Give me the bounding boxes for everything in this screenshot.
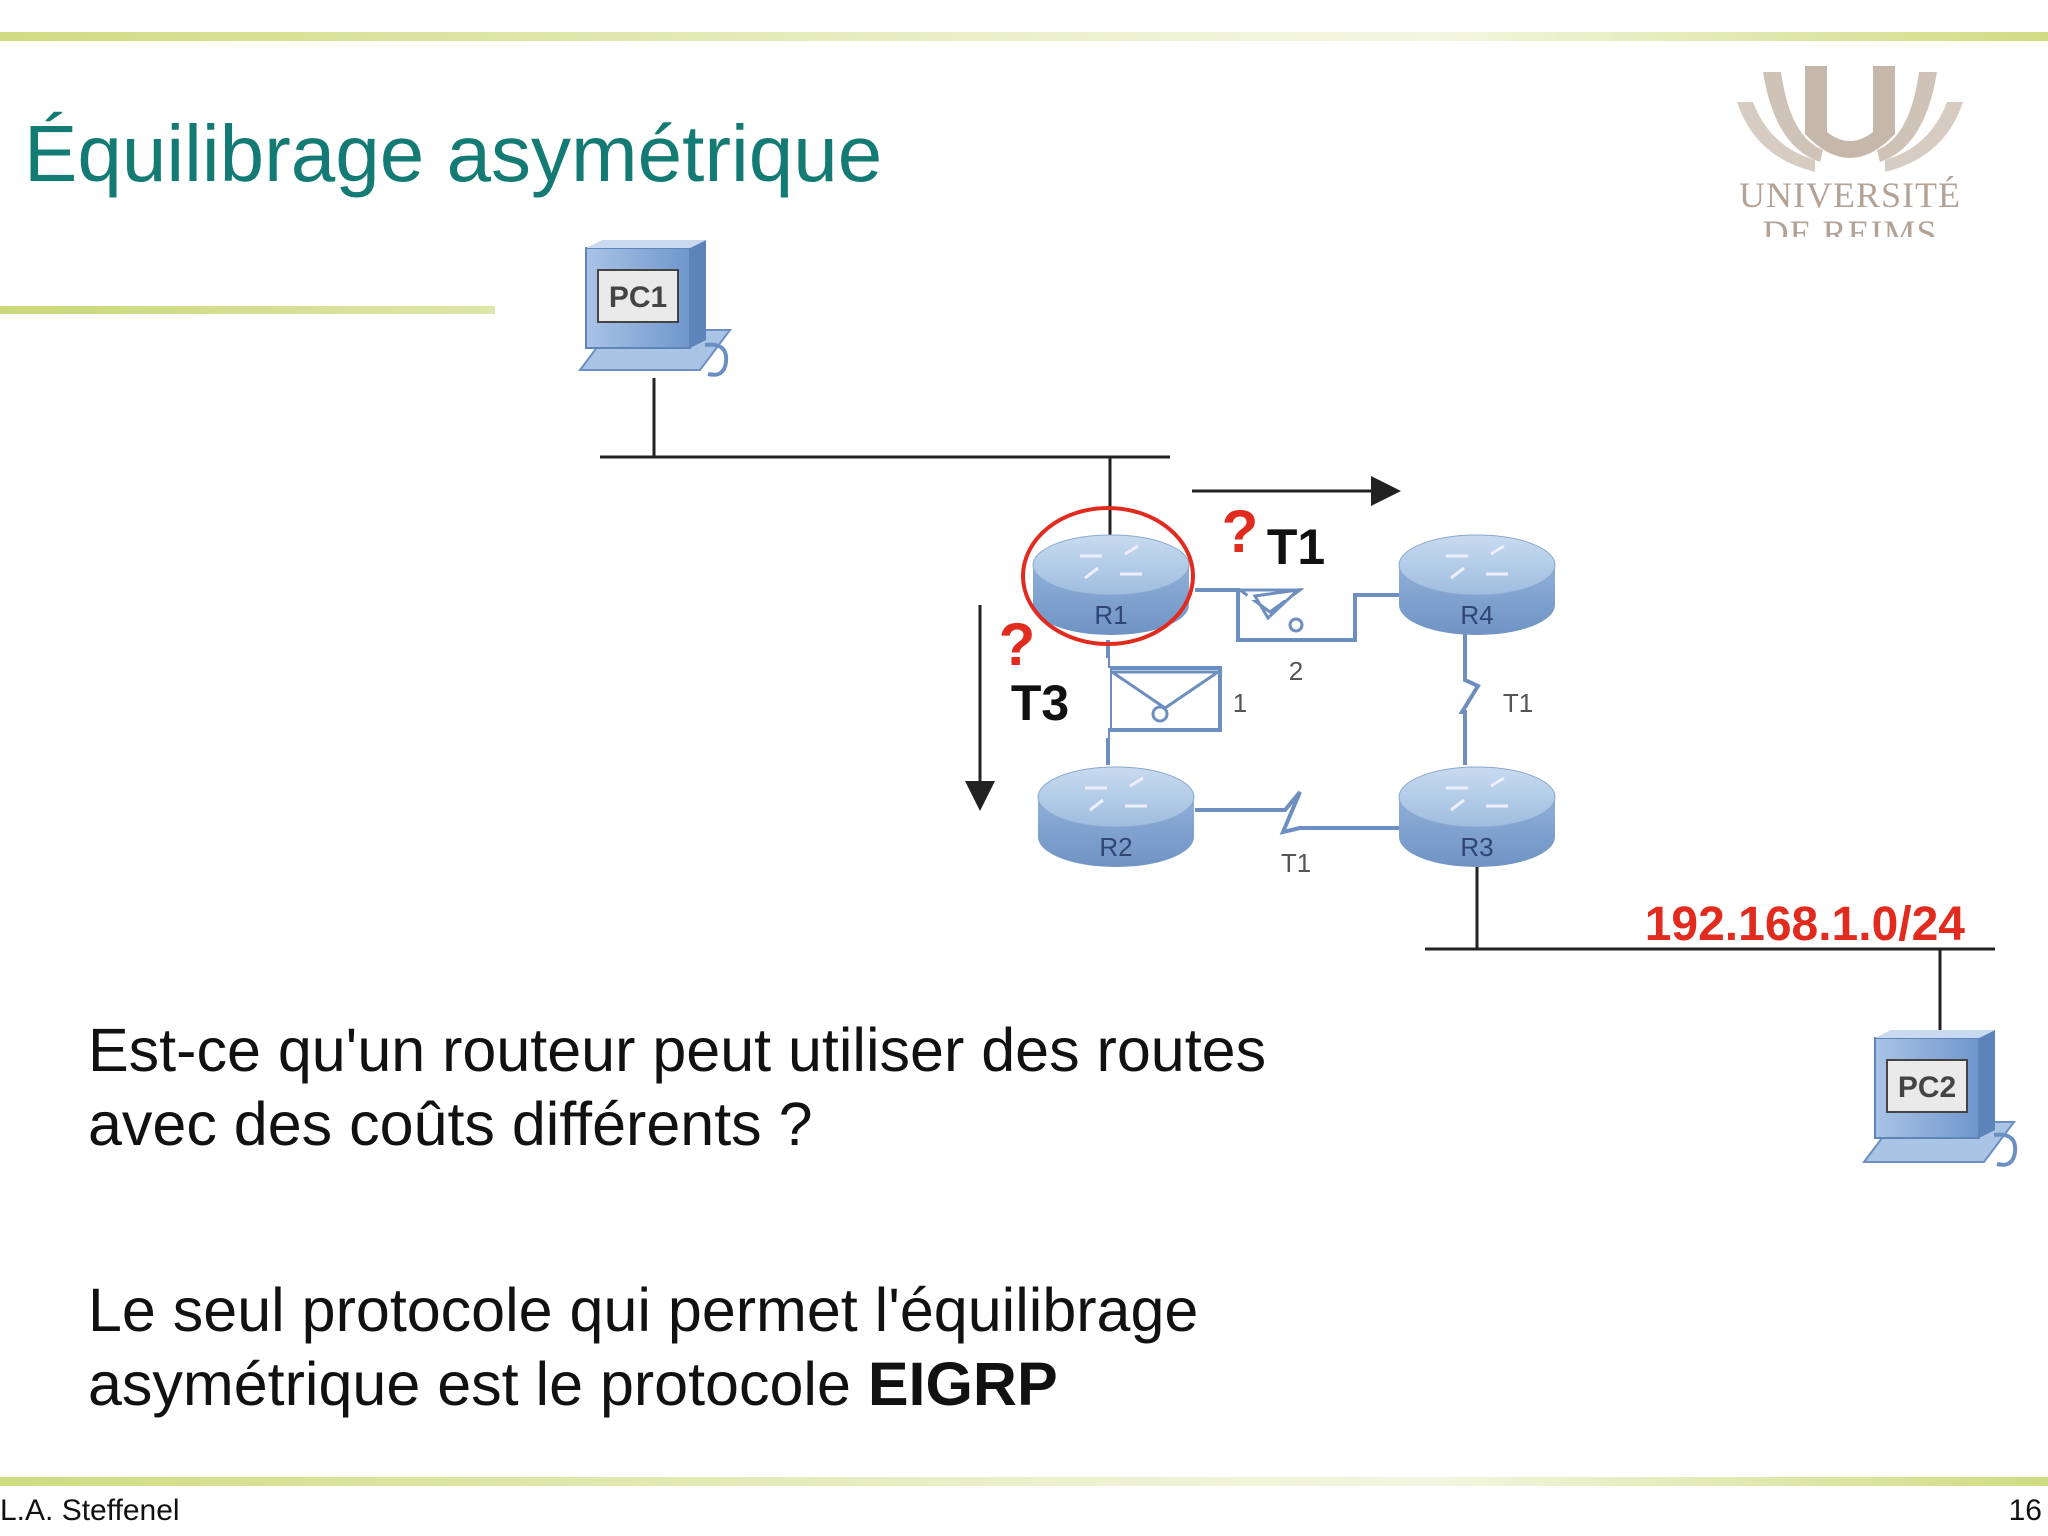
router-r4-label: R4 [1460,600,1493,630]
question-mark-t1: ? [1222,498,1259,565]
r1-r2-cost-label: 1 [1233,688,1247,718]
r1-r4-cost-label: 2 [1289,656,1303,686]
router-r1-label: R1 [1094,600,1127,630]
pc2: PC2 [1862,1030,2018,1167]
router-r2-label: R2 [1099,832,1132,862]
question-mark-t3: ? [999,611,1036,678]
answer-line-1: Le seul protocole qui permet l'équilibra… [88,1276,1199,1344]
university-logo: UNIVERSITÉ DE REIMS [1735,62,1965,237]
network-address-label: 192.168.1.0/24 [1645,898,1966,951]
link-r1-r2: 1 [1098,640,1247,765]
router-r4: R4 [1398,534,1556,635]
router-r3: R3 [1398,766,1556,867]
logo-emblem-icon [1737,66,1963,172]
logo-text-line1: UNIVERSITÉ [1739,175,1961,215]
r1-r4-bandwidth-label: T1 [1267,519,1325,575]
slide-title: Équilibrage asymétrique [24,109,883,198]
answer-line-2-text: asymétrique est le protocole [88,1350,868,1418]
question-paragraph: Est-ce qu'un routeur peut utiliser des r… [88,1013,1266,1161]
pc1-label: PC1 [609,281,667,314]
link-r4-r3: T1 [1458,628,1533,765]
logo-text-line2: DE REIMS [1762,213,1938,237]
t3-label-background [1000,658,1108,738]
top-accent-bar [0,32,2048,41]
r2-r3-bandwidth-label: T1 [1281,848,1311,878]
answer-paragraph: Le seul protocole qui permet l'équilibra… [88,1273,1198,1421]
pc1: PC1 [578,240,732,377]
r4-r3-bandwidth-label: T1 [1503,688,1533,718]
pc2-label: PC2 [1898,1071,1956,1104]
title-underline-bar [0,306,495,314]
bottom-accent-bar [0,1477,2048,1486]
footer-author: L.A. Steffenel [0,1494,180,1527]
page-number: 16 [2008,1494,2042,1527]
router-r3-label: R3 [1460,832,1493,862]
r1-r2-bandwidth-label: T3 [1011,675,1069,731]
link-r1-r4: 2 [1195,587,1405,686]
logo-text-line2-clip: DE REIMS [1735,212,1965,237]
r1-highlight-circle [1021,506,1195,646]
eigrp-emphasis: EIGRP [867,1350,1058,1418]
answer-line-2: asymétrique est le protocole EIGRP [88,1347,1198,1421]
router-r2: R2 [1037,766,1195,867]
question-line-2: avec des coûts différents ? [88,1090,813,1158]
router-r1: R1 [1032,534,1190,635]
link-r2-r3: T1 [1195,790,1405,878]
question-line-1: Est-ce qu'un routeur peut utiliser des r… [88,1016,1267,1084]
